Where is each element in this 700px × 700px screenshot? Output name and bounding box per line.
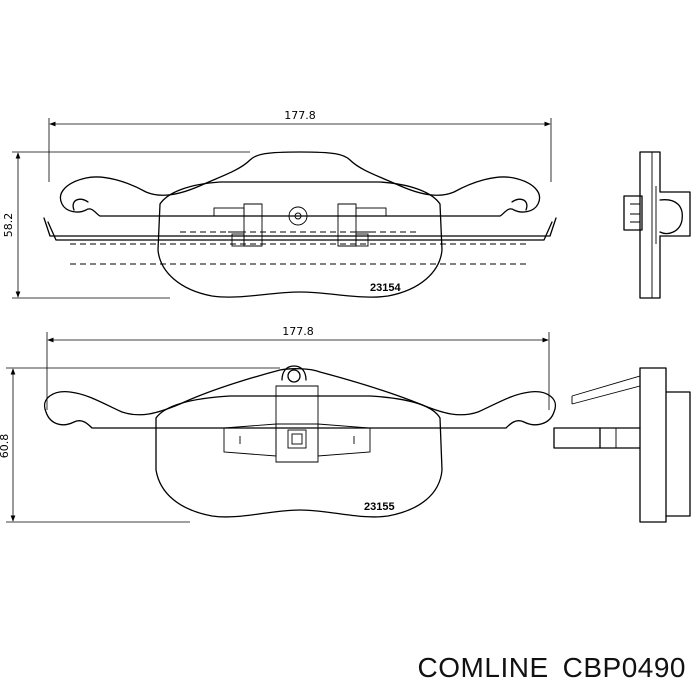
part-number: CBP0490 xyxy=(562,652,686,683)
product-caption: COMLINE CBP0490 xyxy=(418,652,686,684)
top-clip-rail-upper xyxy=(43,217,557,237)
bottom-pad-view: 177.8 60.8 23155 xyxy=(0,325,691,523)
top-height-label: 58.2 xyxy=(2,213,15,238)
bottom-side-view xyxy=(553,367,691,523)
bottom-backing-plate xyxy=(44,368,556,429)
brand-name: COMLINE xyxy=(417,652,549,683)
top-clip-rail-inner xyxy=(47,221,553,241)
bottom-friction-material xyxy=(155,395,443,518)
top-left-ear-hook xyxy=(72,198,89,211)
top-side-view xyxy=(623,151,691,299)
bottom-tab-hole xyxy=(287,369,301,383)
bottom-part-code: 23155 xyxy=(364,501,395,513)
top-right-ear-hook xyxy=(511,198,528,211)
top-friction-material xyxy=(157,181,443,298)
top-pad-view: 177.8 58.2 23154 xyxy=(2,109,691,299)
top-part-code: 23154 xyxy=(370,282,401,294)
bottom-top-tab xyxy=(281,365,307,381)
bottom-height-label: 60.8 xyxy=(0,434,11,459)
bottom-width-label: 177.8 xyxy=(282,325,314,338)
top-width-label: 177.8 xyxy=(284,109,316,122)
top-backing-plate xyxy=(59,151,541,217)
top-center-clip xyxy=(213,203,387,247)
bottom-center-clip xyxy=(223,385,371,463)
